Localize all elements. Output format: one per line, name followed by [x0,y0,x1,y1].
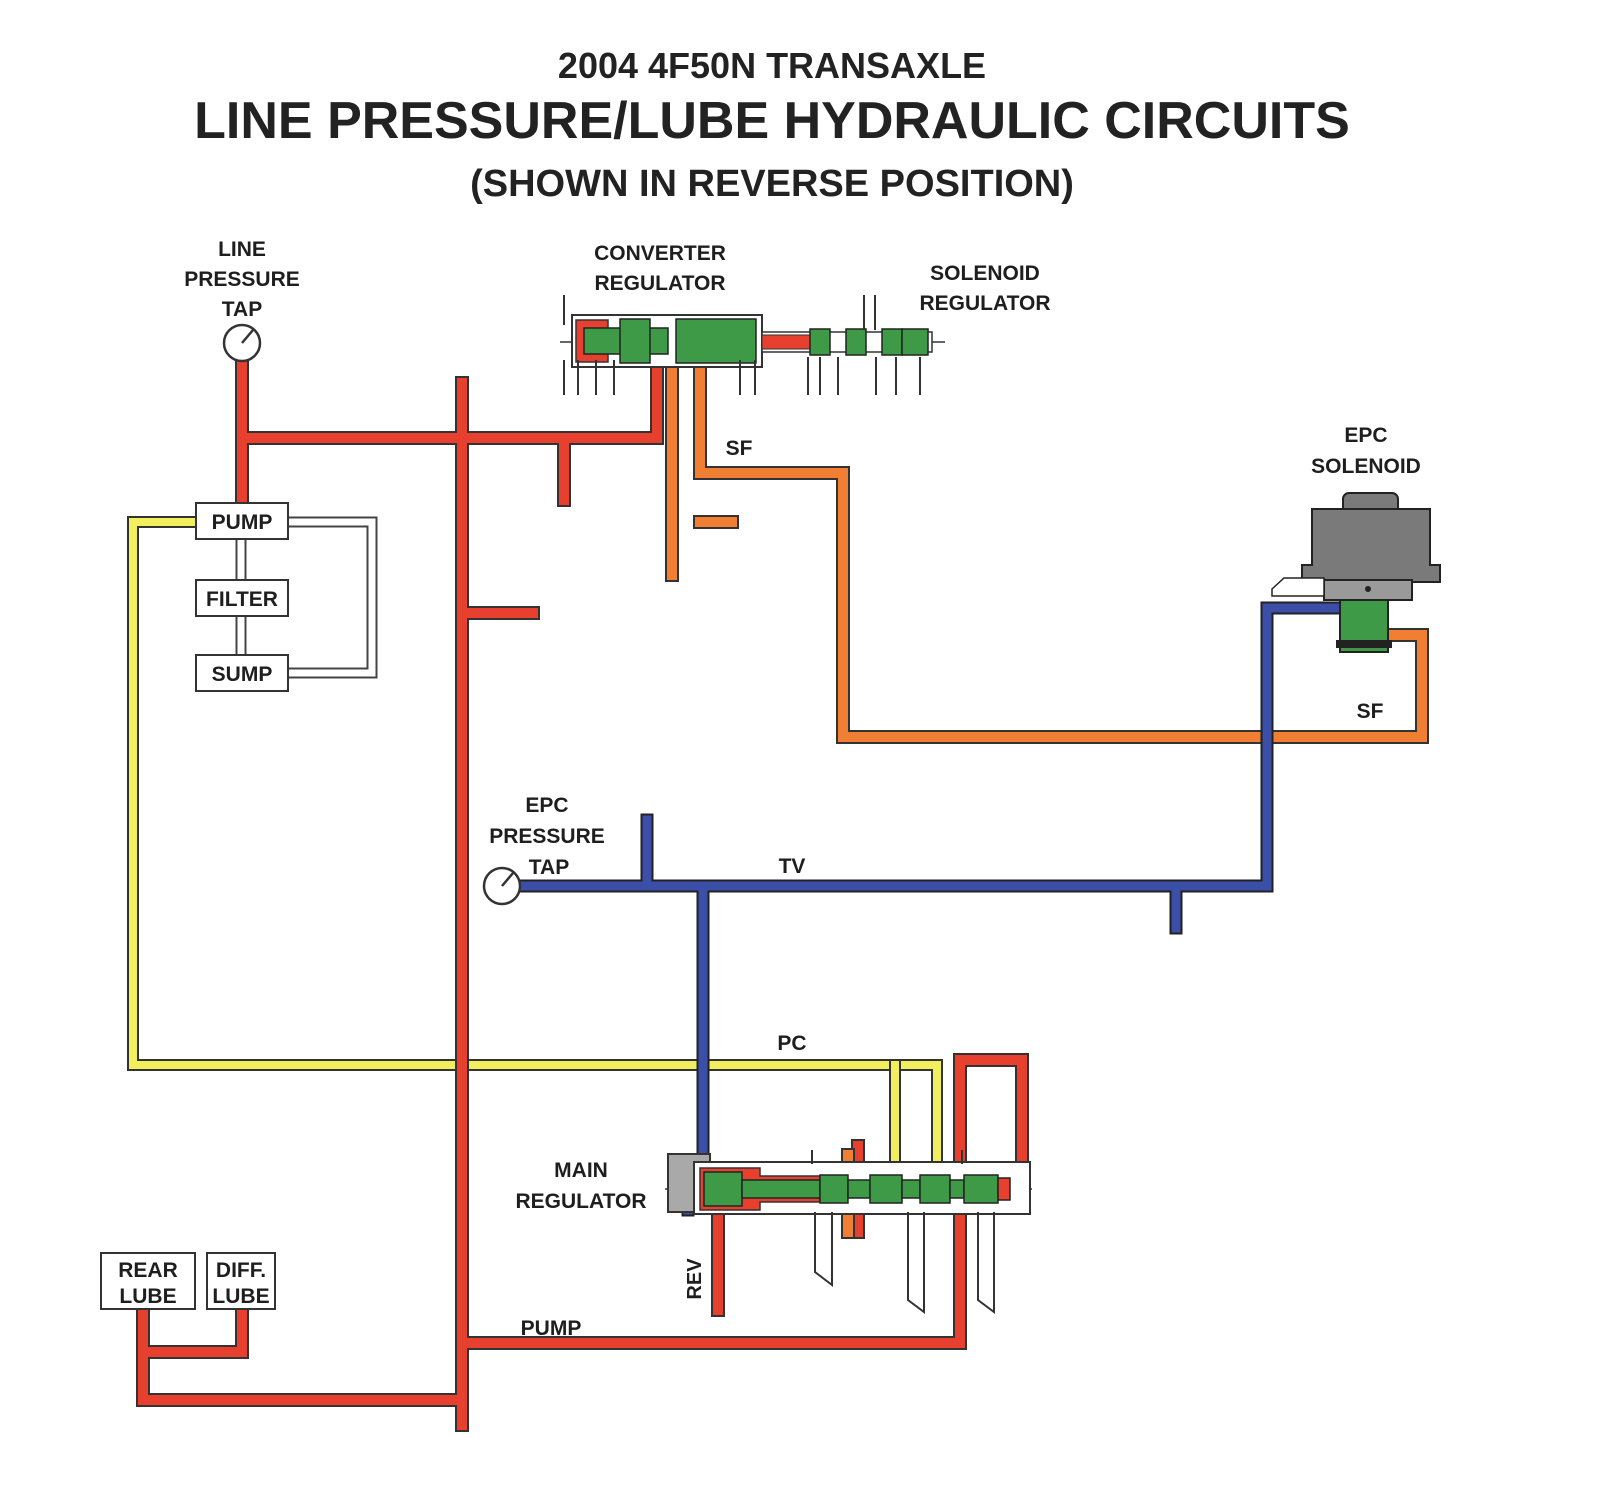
diff-lube-label-line1: DIFF. [216,1259,266,1282]
filter-box: FILTER [195,579,289,617]
rear-lube-label-line2: LUBE [119,1285,176,1308]
epc-solenoid-label-line2: SOLENOID [1311,455,1421,478]
diagram-title-line2: LINE PRESSURE/LUBE HYDRAULIC CIRCUITS [194,92,1350,150]
line-pressure-tap-gauge [222,323,262,363]
pump-box: PUMP [195,502,289,540]
line-pressure-tap-label: LINE PRESSURE TAP [184,238,300,321]
main-regulator-valve [665,1150,1032,1314]
diagram-title-line3: (SHOWN IN REVERSE POSITION) [470,163,1074,205]
solenoid-regulator-label: SOLENOID REGULATOR [919,262,1050,315]
converter-regulator-valve [560,295,945,395]
converter-regulator-label: CONVERTER REGULATOR [594,242,726,295]
sump-box-label: SUMP [212,663,273,686]
line-pressure-tap-label-line3: TAP [222,298,262,321]
converter-regulator-label-line2: REGULATOR [594,272,725,295]
diagram-title-line1: 2004 4F50N TRANSAXLE [558,45,986,86]
main-regulator-label: MAIN REGULATOR [515,1159,646,1213]
tv-circuit [515,601,1343,1217]
pc-circuit [127,516,943,1184]
epc-pressure-tap-label: EPC PRESSURE TAP [489,794,605,879]
rev-label: REV [684,1258,706,1300]
rear-lube-box: REAR LUBE [100,1252,196,1310]
epc-solenoid [1271,492,1441,653]
solenoid-regulator-label-line2: REGULATOR [919,292,1050,315]
converter-regulator-label-line1: CONVERTER [594,242,726,265]
pc-label: PC [777,1032,806,1055]
rear-lube-label-line1: REAR [118,1259,178,1282]
epc-solenoid-label: EPC SOLENOID [1311,424,1421,478]
solenoid-regulator-label-line1: SOLENOID [930,262,1040,285]
diff-lube-label-line2: LUBE [212,1285,269,1308]
sf-label-right: SF [1357,700,1384,723]
pump-box-label: PUMP [212,511,273,534]
filter-box-label: FILTER [206,588,278,611]
tv-label: TV [779,855,806,878]
line-pressure-tap-label-line2: PRESSURE [184,268,300,291]
epc-pressure-tap-gauge [482,866,522,906]
pump-line-label: PUMP [521,1317,582,1340]
epc-pressure-tap-label-line1: EPC [525,794,568,817]
main-regulator-label-line2: REGULATOR [515,1190,646,1213]
suction-lines [235,516,378,679]
sf-label-upper: SF [726,437,753,460]
epc-solenoid-label-line1: EPC [1344,424,1387,447]
epc-pressure-tap-label-line2: PRESSURE [489,825,605,848]
solenoid-feed-circuit [665,338,1429,1239]
sump-box: SUMP [195,654,289,692]
line-pressure-tap-label-line1: LINE [218,238,266,261]
epc-pressure-tap-label-line3: TAP [529,856,569,879]
diff-lube-box: DIFF. LUBE [206,1252,276,1310]
main-regulator-label-line1: MAIN [554,1159,608,1182]
